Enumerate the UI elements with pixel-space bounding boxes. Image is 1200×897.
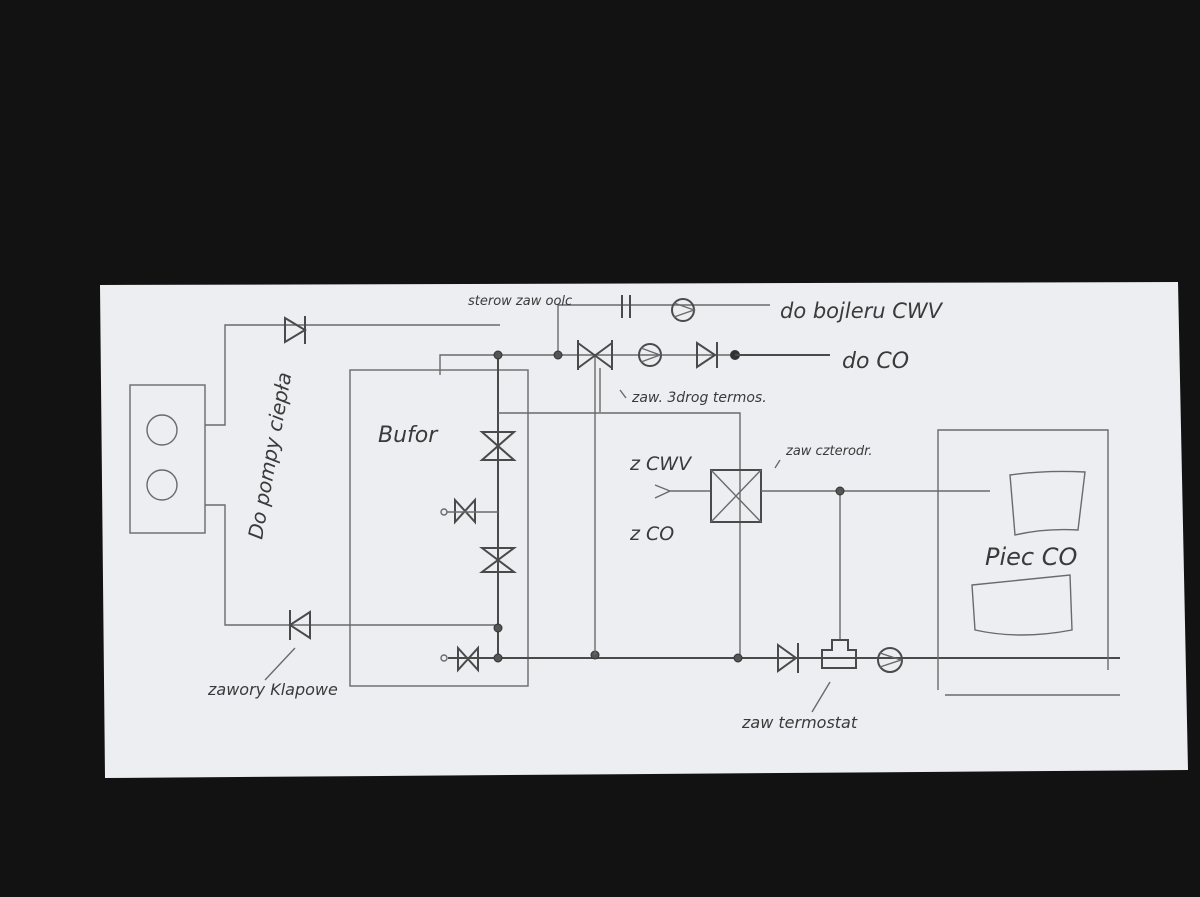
check-valve-icon [288,610,311,640]
buffer-label: Bufor [378,423,439,448]
buffer-tank [349,369,529,687]
valve-icon [440,497,498,525]
check-valve-icon [696,341,718,369]
valve-icon [479,431,517,461]
boiler-label: Piec CO [985,543,1077,571]
four-way-valve-icon [710,469,762,523]
mixing-valve-label: zaw czterodr. [785,444,872,459]
valve-icon [479,547,517,573]
pump-icon [638,343,663,367]
check-valves-label: zawory Klapowe [207,680,338,699]
thermostatic-valve-label: zaw termostat [741,713,858,732]
valve-icon [440,645,479,673]
pump-icon [671,298,697,322]
boiler-unit [937,429,1120,696]
three-way-valve-icon [577,340,613,370]
to-dhw-label: do bojleru CWV [780,299,944,323]
paper-sheet [100,282,1188,778]
to-ch-label: do CO [842,349,909,374]
check-valve-icon [284,316,307,344]
capacitor-valve-icon [621,295,631,318]
three-way-valve-label: zaw. 3drog termos. [631,390,767,406]
thermostatic-valve-icon [821,639,857,669]
heat-pump-unit [129,324,500,626]
from-dhw-label: z CWV [629,453,693,475]
from-ch-label: z CO [629,523,674,545]
pump-icon [877,647,904,673]
check-valve-icon [777,643,799,673]
control-valve-label: sterow zaw oolc [468,294,572,309]
